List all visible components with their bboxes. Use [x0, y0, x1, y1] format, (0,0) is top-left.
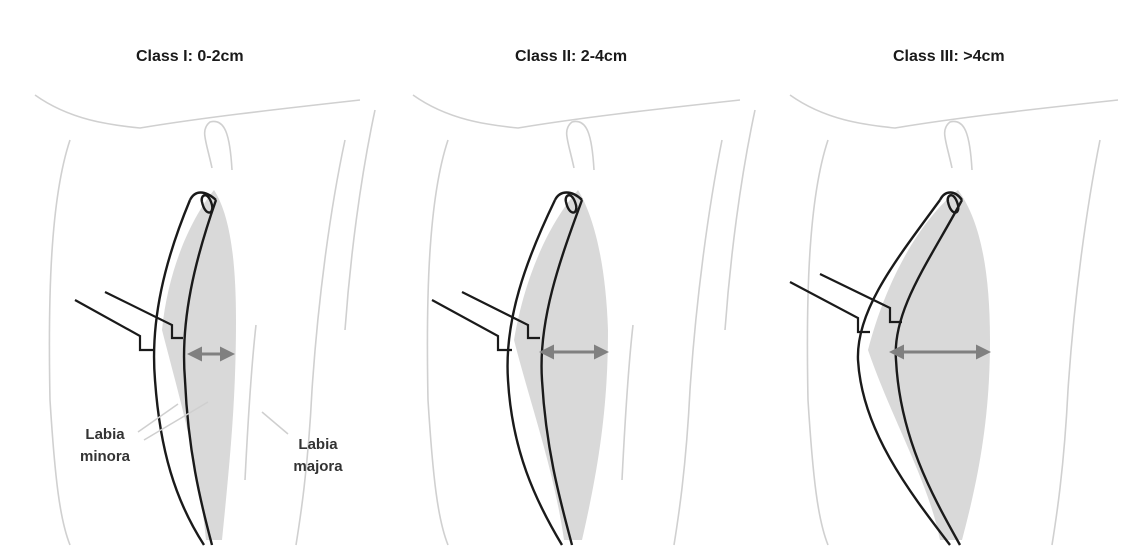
label-labia-minora-line2: minora	[70, 446, 140, 468]
label-labia-minora-line1: Labia	[70, 424, 140, 446]
panel-title-class-3: Class III: >4cm	[893, 48, 1005, 66]
panel-title-class-2: Class II: 2-4cm	[515, 48, 627, 66]
panel-title-class-1: Class I: 0-2cm	[136, 48, 244, 66]
labia-majora-shape	[514, 190, 608, 540]
panel-class-2	[413, 95, 755, 545]
label-labia-minora: Labia minora	[70, 424, 140, 468]
panel-class-3	[790, 95, 1118, 545]
label-labia-majora: Labia majora	[283, 434, 353, 478]
label-labia-majora-line2: majora	[283, 456, 353, 478]
label-labia-majora-line1: Labia	[283, 434, 353, 456]
